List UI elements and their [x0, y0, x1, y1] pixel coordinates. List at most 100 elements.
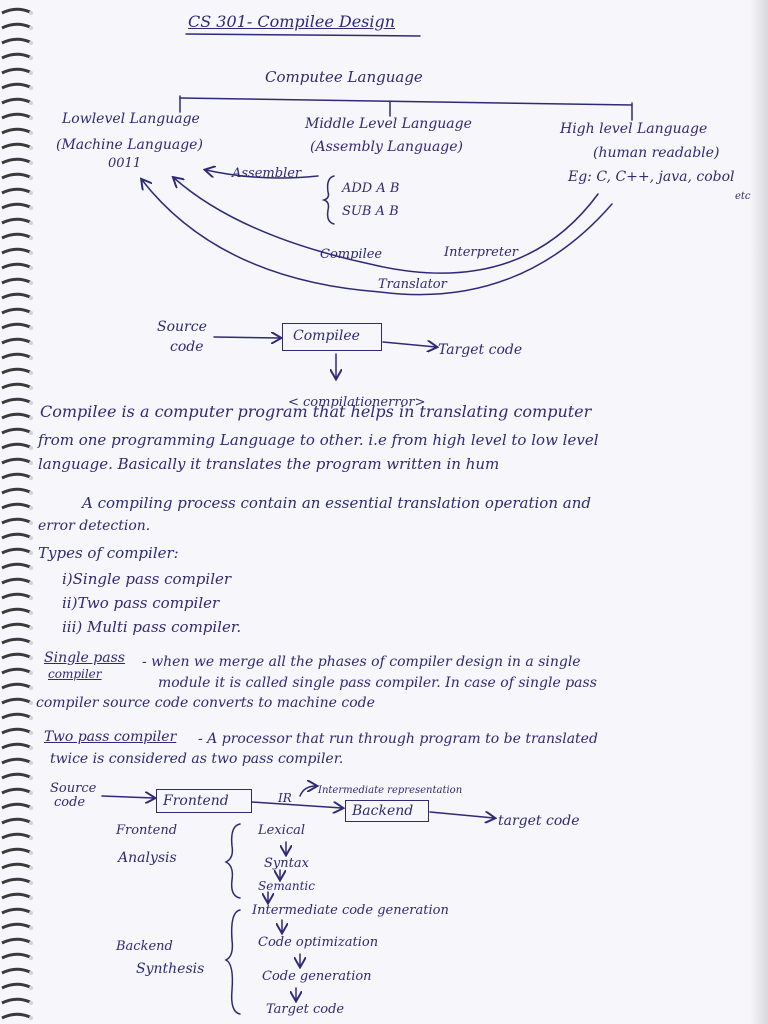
interpreter-curve-label: Interpreter [444, 245, 519, 260]
two-pass-term: Two pass compiler [44, 729, 177, 745]
spiral-hole [29, 611, 33, 615]
frontend-to-backend-arrow [251, 801, 342, 808]
spiral-hole [29, 296, 33, 300]
spiral-hole [29, 806, 33, 810]
spiral-hole [29, 551, 33, 555]
frontend-phase-label: Frontend [116, 823, 178, 838]
spiral-coil [1, 52, 31, 60]
spiral-hole [29, 896, 33, 900]
spiral-hole [29, 1016, 33, 1020]
spiral-hole [29, 821, 33, 825]
spiral-coil [1, 877, 31, 885]
spiral-coil [1, 832, 31, 840]
spiral-coil [1, 637, 31, 645]
spiral-coil [1, 277, 31, 285]
spiral-coil [1, 67, 31, 75]
spiral-coil [1, 22, 31, 30]
spiral-hole [29, 566, 33, 570]
synthesis-phase-label: Synthesis [136, 961, 205, 977]
spiral-coil [1, 322, 31, 330]
spiral-hole [29, 506, 33, 510]
asm-line-add: ADD A B [342, 181, 400, 196]
spiral-hole [29, 686, 33, 690]
spiral-coil [1, 952, 31, 960]
step-intermediate-code: Intermediate code generation [252, 903, 449, 918]
single-pass-line-1: - when we merge all the phases of compil… [142, 654, 581, 670]
spiral-binding [1, 7, 33, 1020]
high-level-label: High level Language [560, 121, 708, 137]
tree-bar [179, 97, 633, 106]
single-pass-line-2: module it is called single pass compiler… [158, 675, 597, 691]
spiral-hole [29, 206, 33, 210]
spiral-hole [29, 491, 33, 495]
spiral-hole [29, 701, 33, 705]
human-readable-label: (human readable) [593, 145, 720, 161]
compiler-curve-label: Compilee [320, 247, 383, 262]
step-syntax: Syntax [264, 856, 309, 871]
spiral-hole [29, 116, 33, 120]
assembler-arrow [206, 170, 319, 179]
spiral-coil [1, 127, 31, 135]
spiral-coil [1, 817, 31, 825]
step-target-code: Target code [266, 1002, 345, 1017]
d3-source-label: Source [50, 781, 97, 796]
d3-source-label-2: code [54, 795, 86, 810]
spiral-hole [29, 416, 33, 420]
spiral-hole [29, 461, 33, 465]
analysis-phase-label: Analysis [118, 850, 177, 866]
spiral-hole [29, 41, 33, 45]
spiral-coil [1, 142, 31, 150]
two-pass-line-1: - A processor that run through program t… [198, 731, 598, 747]
spiral-hole [29, 71, 33, 75]
type-single-pass: i)Single pass compiler [62, 570, 232, 588]
spiral-coil [1, 607, 31, 615]
backend-phase-label: Backend [116, 939, 173, 954]
spiral-coil [1, 397, 31, 405]
spiral-hole [29, 311, 33, 315]
spiral-hole [29, 536, 33, 540]
spiral-coil [1, 442, 31, 450]
spiral-coil [1, 847, 31, 855]
step-semantic: Semantic [258, 879, 315, 893]
high-level-examples: Eg: C, C++, java, cobol [568, 169, 735, 185]
high-level-etc: etc [735, 191, 751, 202]
spiral-coil [1, 682, 31, 690]
backend-brace [224, 909, 241, 1015]
spiral-hole [29, 521, 33, 525]
spiral-hole [29, 386, 33, 390]
step-code-optimization: Code optimization [258, 935, 379, 950]
spiral-coil [1, 742, 31, 750]
spiral-coil [1, 997, 31, 1005]
spiral-hole [29, 791, 33, 795]
spiral-coil [1, 982, 31, 990]
step-code-generation: Code generation [262, 969, 372, 984]
spiral-hole [29, 911, 33, 915]
spiral-coil [1, 292, 31, 300]
spiral-hole [29, 641, 33, 645]
ir-label: IR [278, 791, 292, 805]
spiral-hole [29, 656, 33, 660]
spiral-hole [29, 761, 33, 765]
spiral-hole [29, 371, 33, 375]
spiral-coil [1, 82, 31, 90]
spiral-coil [1, 472, 31, 480]
spiral-hole [29, 626, 33, 630]
spiral-coil [1, 352, 31, 360]
spiral-coil [1, 892, 31, 900]
spiral-hole [29, 401, 33, 405]
binary-example: 0011 [108, 156, 142, 171]
spiral-hole [29, 671, 33, 675]
spiral-coil [1, 187, 31, 195]
spiral-hole [29, 776, 33, 780]
spiral-hole [29, 941, 33, 945]
spiral-hole [29, 251, 33, 255]
spiral-hole [29, 581, 33, 585]
spiral-hole [29, 146, 33, 150]
spiral-coil [1, 247, 31, 255]
spiral-hole [29, 851, 33, 855]
spiral-hole [29, 11, 33, 15]
single-pass-term: Single pass [44, 650, 125, 666]
ir-note: Intermediate representation [318, 785, 463, 796]
spiral-coil [1, 367, 31, 375]
single-pass-term-2: compiler [48, 667, 102, 681]
